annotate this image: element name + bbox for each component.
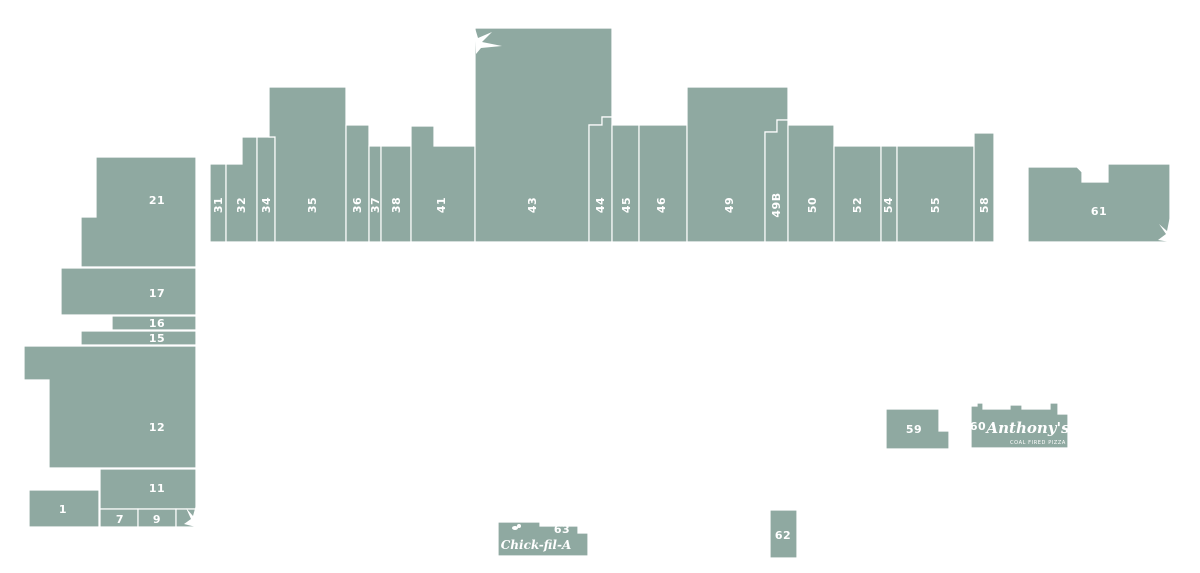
store-9[interactable]: 9 (137, 508, 177, 528)
store-59[interactable]: 59 (885, 408, 950, 450)
store-17[interactable]: 17 (60, 267, 197, 316)
store-37-label: 37 (369, 197, 382, 213)
store-45[interactable]: 45 (611, 124, 640, 243)
store-12[interactable]: 12 (23, 345, 197, 469)
store-46-label: 46 (655, 197, 668, 213)
store-16-label: 16 (149, 317, 165, 330)
store-60-label: 60 (970, 420, 986, 433)
store-58-label: 58 (978, 197, 991, 213)
store-15[interactable]: 15 (80, 330, 197, 346)
store-49b-label: 49B (770, 192, 783, 217)
chickfila-logo-icon (512, 524, 521, 530)
store-63-label: 63 (554, 523, 570, 536)
store-59-label: 59 (906, 423, 922, 436)
store-7-label: 7 (116, 513, 124, 526)
store-61-label: 61 (1091, 205, 1107, 218)
store-46[interactable]: 46 (638, 124, 688, 243)
store-63-chickfila[interactable]: 63 Chick-fil-A (497, 521, 589, 557)
store-52-label: 52 (851, 197, 864, 213)
store-1-label: 1 (59, 503, 67, 516)
entrance-marker-east (1158, 216, 1170, 242)
store-9-label: 9 (153, 513, 161, 526)
store-11[interactable]: 11 (99, 468, 197, 510)
store-62[interactable]: 62 (769, 509, 798, 559)
store-41-label: 41 (435, 197, 448, 213)
store-43-label: 43 (526, 197, 539, 213)
store-35-label: 35 (306, 197, 319, 213)
store-32[interactable]: 32 (225, 136, 258, 243)
store-55[interactable]: 55 (896, 145, 975, 243)
anthonys-logo-text: Anthony's (984, 419, 1070, 437)
store-15-label: 15 (149, 332, 165, 345)
store-44[interactable]: 44 (588, 116, 613, 243)
entrance-marker-north (475, 28, 502, 54)
store-37[interactable]: 37 (368, 145, 382, 243)
store-50[interactable]: 50 (787, 124, 835, 243)
store-50-label: 50 (806, 197, 819, 213)
store-41[interactable]: 41 (410, 125, 476, 243)
store-34-label: 34 (260, 197, 273, 213)
entrance-marker-sw (184, 505, 196, 527)
store-11-label: 11 (149, 482, 165, 495)
store-36-label: 36 (351, 197, 364, 213)
store-52[interactable]: 52 (833, 145, 882, 243)
store-58[interactable]: 58 (973, 132, 995, 243)
store-54[interactable]: 54 (880, 145, 898, 243)
anthonys-logo-tagline: COAL FIRED PIZZA (1010, 440, 1066, 446)
store-62-label: 62 (775, 529, 791, 542)
store-38[interactable]: 38 (380, 145, 412, 243)
store-54-label: 54 (882, 197, 895, 213)
store-31-label: 31 (212, 197, 225, 213)
store-44-label: 44 (594, 197, 607, 213)
store-1[interactable]: 1 (28, 489, 100, 528)
store-55-label: 55 (929, 197, 942, 213)
store-35[interactable]: 35 (268, 86, 347, 243)
store-49b[interactable]: 49B (764, 119, 789, 243)
store-60-anthonys[interactable]: 60 Anthony's COAL FIRED PIZZA (970, 402, 1070, 449)
store-36[interactable]: 36 (345, 124, 370, 243)
store-16[interactable]: 16 (111, 315, 197, 331)
store-31[interactable]: 31 (209, 163, 227, 243)
store-17-label: 17 (149, 287, 165, 300)
store-45-label: 45 (620, 197, 633, 213)
store-61[interactable]: 61 (1027, 163, 1171, 243)
store-21-label: 21 (149, 194, 165, 207)
store-32-label: 32 (235, 197, 248, 213)
store-34[interactable]: 34 (256, 136, 276, 243)
store-21[interactable]: 21 (80, 156, 197, 268)
store-49-label: 49 (723, 197, 736, 213)
store-12-label: 12 (149, 421, 165, 434)
store-38-label: 38 (390, 197, 403, 213)
store-7[interactable]: 7 (99, 508, 139, 528)
chickfila-logo-text: Chick-fil-A (501, 538, 572, 552)
